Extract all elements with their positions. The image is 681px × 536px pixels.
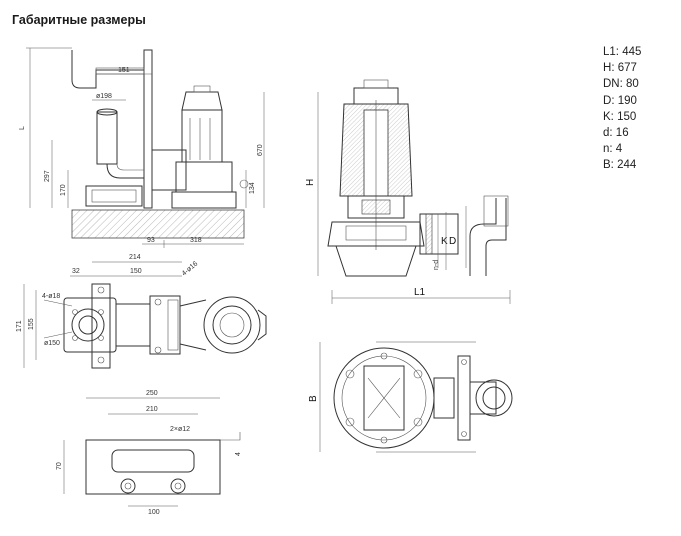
spec-value: 677: [617, 62, 637, 75]
motor-housing: [181, 109, 223, 163]
mount-hole-right: [170, 478, 186, 494]
dim-2xd12: 2×ø12: [170, 426, 190, 433]
base-coupling-view: 250 210 2×ø12 70 100 4: [56, 390, 242, 516]
dim-210: 210: [146, 406, 158, 413]
spec-label: L1: [603, 46, 616, 58]
dim-670: 670: [257, 144, 264, 156]
motor-top: [181, 91, 223, 111]
dim-k: K: [441, 236, 448, 247]
spec-row-n: n: 4: [603, 143, 623, 156]
spec-value: 190: [617, 94, 637, 107]
dim-318: 318: [190, 237, 202, 244]
dim-100: 100: [148, 509, 160, 516]
spec-label: B: [603, 159, 611, 172]
pump-casing: [175, 161, 233, 193]
dim-134: 134: [249, 182, 256, 194]
guide-block: [149, 295, 181, 355]
spec-value: 244: [617, 159, 637, 172]
dim-171: 171: [16, 320, 23, 332]
spec-row-d-outer: D: 190: [603, 94, 637, 107]
dim-l: L: [19, 126, 26, 130]
dim-155: 155: [28, 318, 35, 330]
outlet-pipe: [475, 379, 513, 417]
dim-214: 214: [129, 254, 141, 261]
spec-label: d: [603, 127, 610, 140]
installation-side-view: L 151 ø198 670 297 170 134 93 318: [19, 47, 265, 248]
dim-n-d: n-d: [433, 260, 440, 270]
elbow: [106, 163, 144, 179]
spec-row-dn: DN: 80: [603, 78, 639, 91]
spec-value: 80: [626, 78, 639, 91]
spec-value: 150: [617, 110, 637, 123]
spec-row-h: H: 677: [603, 62, 637, 75]
pipe-opening: [96, 108, 118, 116]
coupling-inner: [91, 189, 137, 203]
spec-row-l1: L1: 445: [603, 46, 642, 58]
pump-section-view: H K D n-d L1: [305, 79, 511, 304]
page-title: Габаритные размеры: [12, 13, 146, 27]
mount-hole-left: [120, 478, 136, 494]
outlet-circle: [71, 308, 105, 342]
elbow-inner: [116, 163, 144, 171]
base-coupling: [85, 185, 143, 207]
spec-list: L1: 445 H: 677 DN: 80 D: 190 K: 150 d: 1…: [603, 44, 641, 174]
seal-chamber: [347, 195, 405, 219]
dim-b: B: [308, 395, 319, 402]
outlet-neck: [433, 377, 455, 419]
dim-h: H: [305, 179, 316, 186]
dim-70: 70: [56, 462, 63, 470]
dim-4: 4: [235, 452, 242, 456]
spec-label: H: [603, 62, 612, 75]
dim-4xd16: 4-ø16: [181, 260, 200, 277]
dim-151: 151: [118, 67, 130, 74]
spec-row-k: K: 150: [603, 110, 637, 123]
volute: [151, 149, 187, 191]
dim-297: 297: [44, 170, 51, 182]
volute-casing: [327, 221, 425, 247]
pump-plan-view: B: [308, 341, 513, 453]
spec-row-d-hole: d: 16: [603, 127, 629, 140]
pump-inner: [212, 305, 252, 345]
pump-foot: [335, 245, 417, 277]
spec-value: 445: [622, 46, 642, 58]
pump-core: [363, 365, 405, 431]
spec-label: n: [603, 143, 610, 156]
dim-150: 150: [130, 268, 142, 275]
spec-row-b: B: 244: [603, 159, 637, 172]
top-pipe: [71, 50, 144, 89]
installation-plan-view: 214 32 150 4-ø16 171 155 4-ø18: [16, 254, 267, 369]
dim-32: 32: [72, 268, 80, 275]
pump-base: [171, 191, 237, 209]
dim-d198: ø198: [96, 93, 112, 100]
spec-label: DN: [603, 78, 620, 91]
dim-d150: ø150: [44, 340, 60, 347]
discharge-pipe: [96, 111, 118, 165]
outlet-flange: [457, 355, 471, 441]
dim-93: 93: [147, 237, 155, 244]
slot: [111, 449, 195, 473]
coupling-plate: [85, 439, 221, 495]
pump-outline: [203, 296, 261, 354]
lifting-lug: [193, 85, 211, 93]
discharge-flange: [419, 213, 459, 255]
dim-170: 170: [60, 184, 67, 196]
flange-plate: [91, 283, 111, 369]
coupling-block: [115, 303, 151, 347]
spec-label: D: [603, 94, 612, 107]
spec-value: 16: [615, 127, 629, 140]
discharge-bend: [469, 198, 497, 276]
bolt: [239, 179, 249, 189]
dim-l1: L1: [414, 287, 426, 298]
outlet-bore: [78, 315, 98, 335]
concrete-slab: [71, 209, 245, 239]
dim-d: D: [449, 236, 456, 247]
spec-value: 4: [615, 143, 623, 156]
guide-rail: [143, 49, 153, 209]
dim-4xd18: 4-ø18: [42, 293, 60, 300]
dim-250: 250: [146, 390, 158, 397]
spec-label: K: [603, 110, 611, 123]
